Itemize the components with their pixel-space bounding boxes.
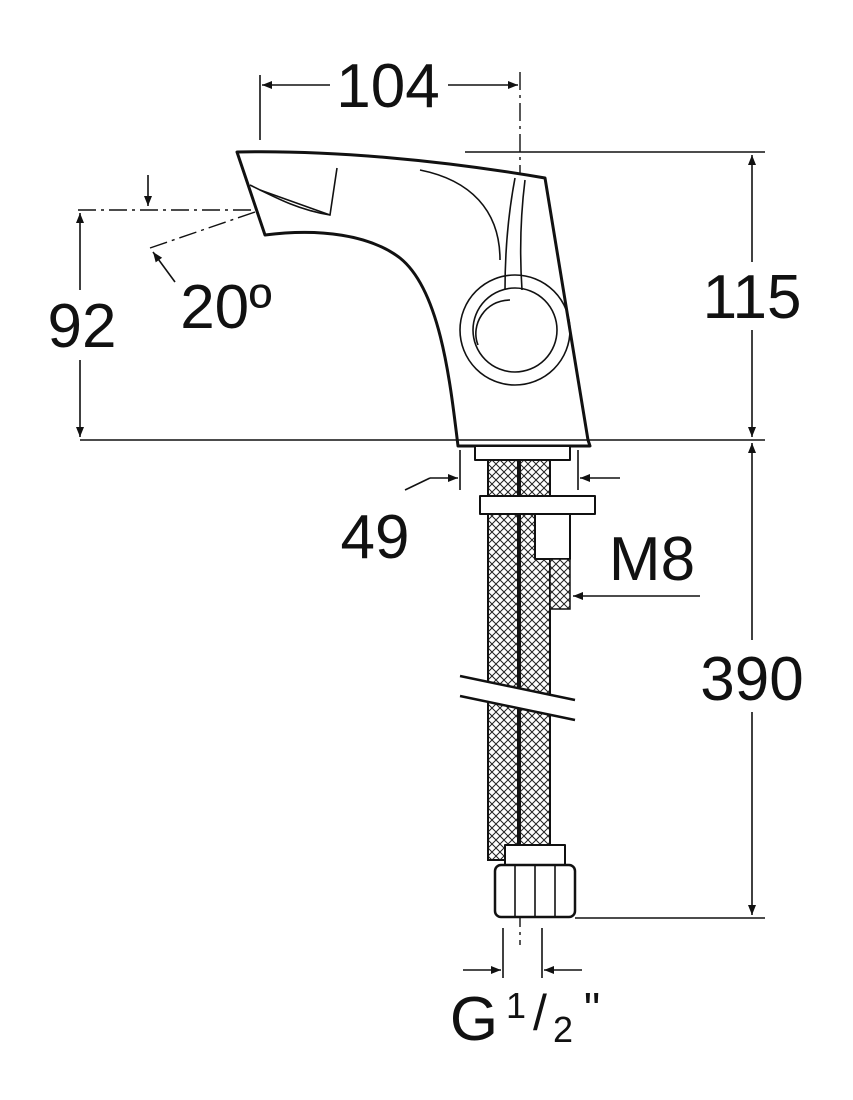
faucet-body [235, 150, 592, 448]
dimension-92: 92 [48, 209, 258, 437]
shank-and-hoses [459, 445, 596, 919]
dim-label-inch-mark: " [584, 983, 600, 1035]
dim-label-m8: M8 [609, 525, 695, 594]
fraction-slash: / [533, 985, 547, 1041]
dim-label-115: 115 [703, 263, 802, 332]
dimension-connection: G 1 / 2 " [450, 928, 600, 1054]
dim-label-fraction-den: 2 [553, 1009, 573, 1050]
dim-label-104: 104 [336, 52, 439, 121]
dim-label-49: 49 [341, 503, 410, 572]
dim-label-connection-prefix: G [450, 985, 498, 1054]
dim-label-390: 390 [700, 645, 803, 714]
dimension-m8: M8 [573, 525, 700, 600]
dimension-angle-20: 20º [144, 175, 272, 342]
dimension-390: 390 [575, 443, 804, 919]
dim-label-fraction-num: 1 [506, 985, 526, 1026]
dimension-49: 49 [341, 450, 620, 572]
dimension-104: 104 [259, 52, 518, 140]
dimension-115: 115 [80, 151, 802, 441]
dim-label-92: 92 [48, 292, 117, 361]
dim-label-angle: 20º [180, 273, 272, 342]
